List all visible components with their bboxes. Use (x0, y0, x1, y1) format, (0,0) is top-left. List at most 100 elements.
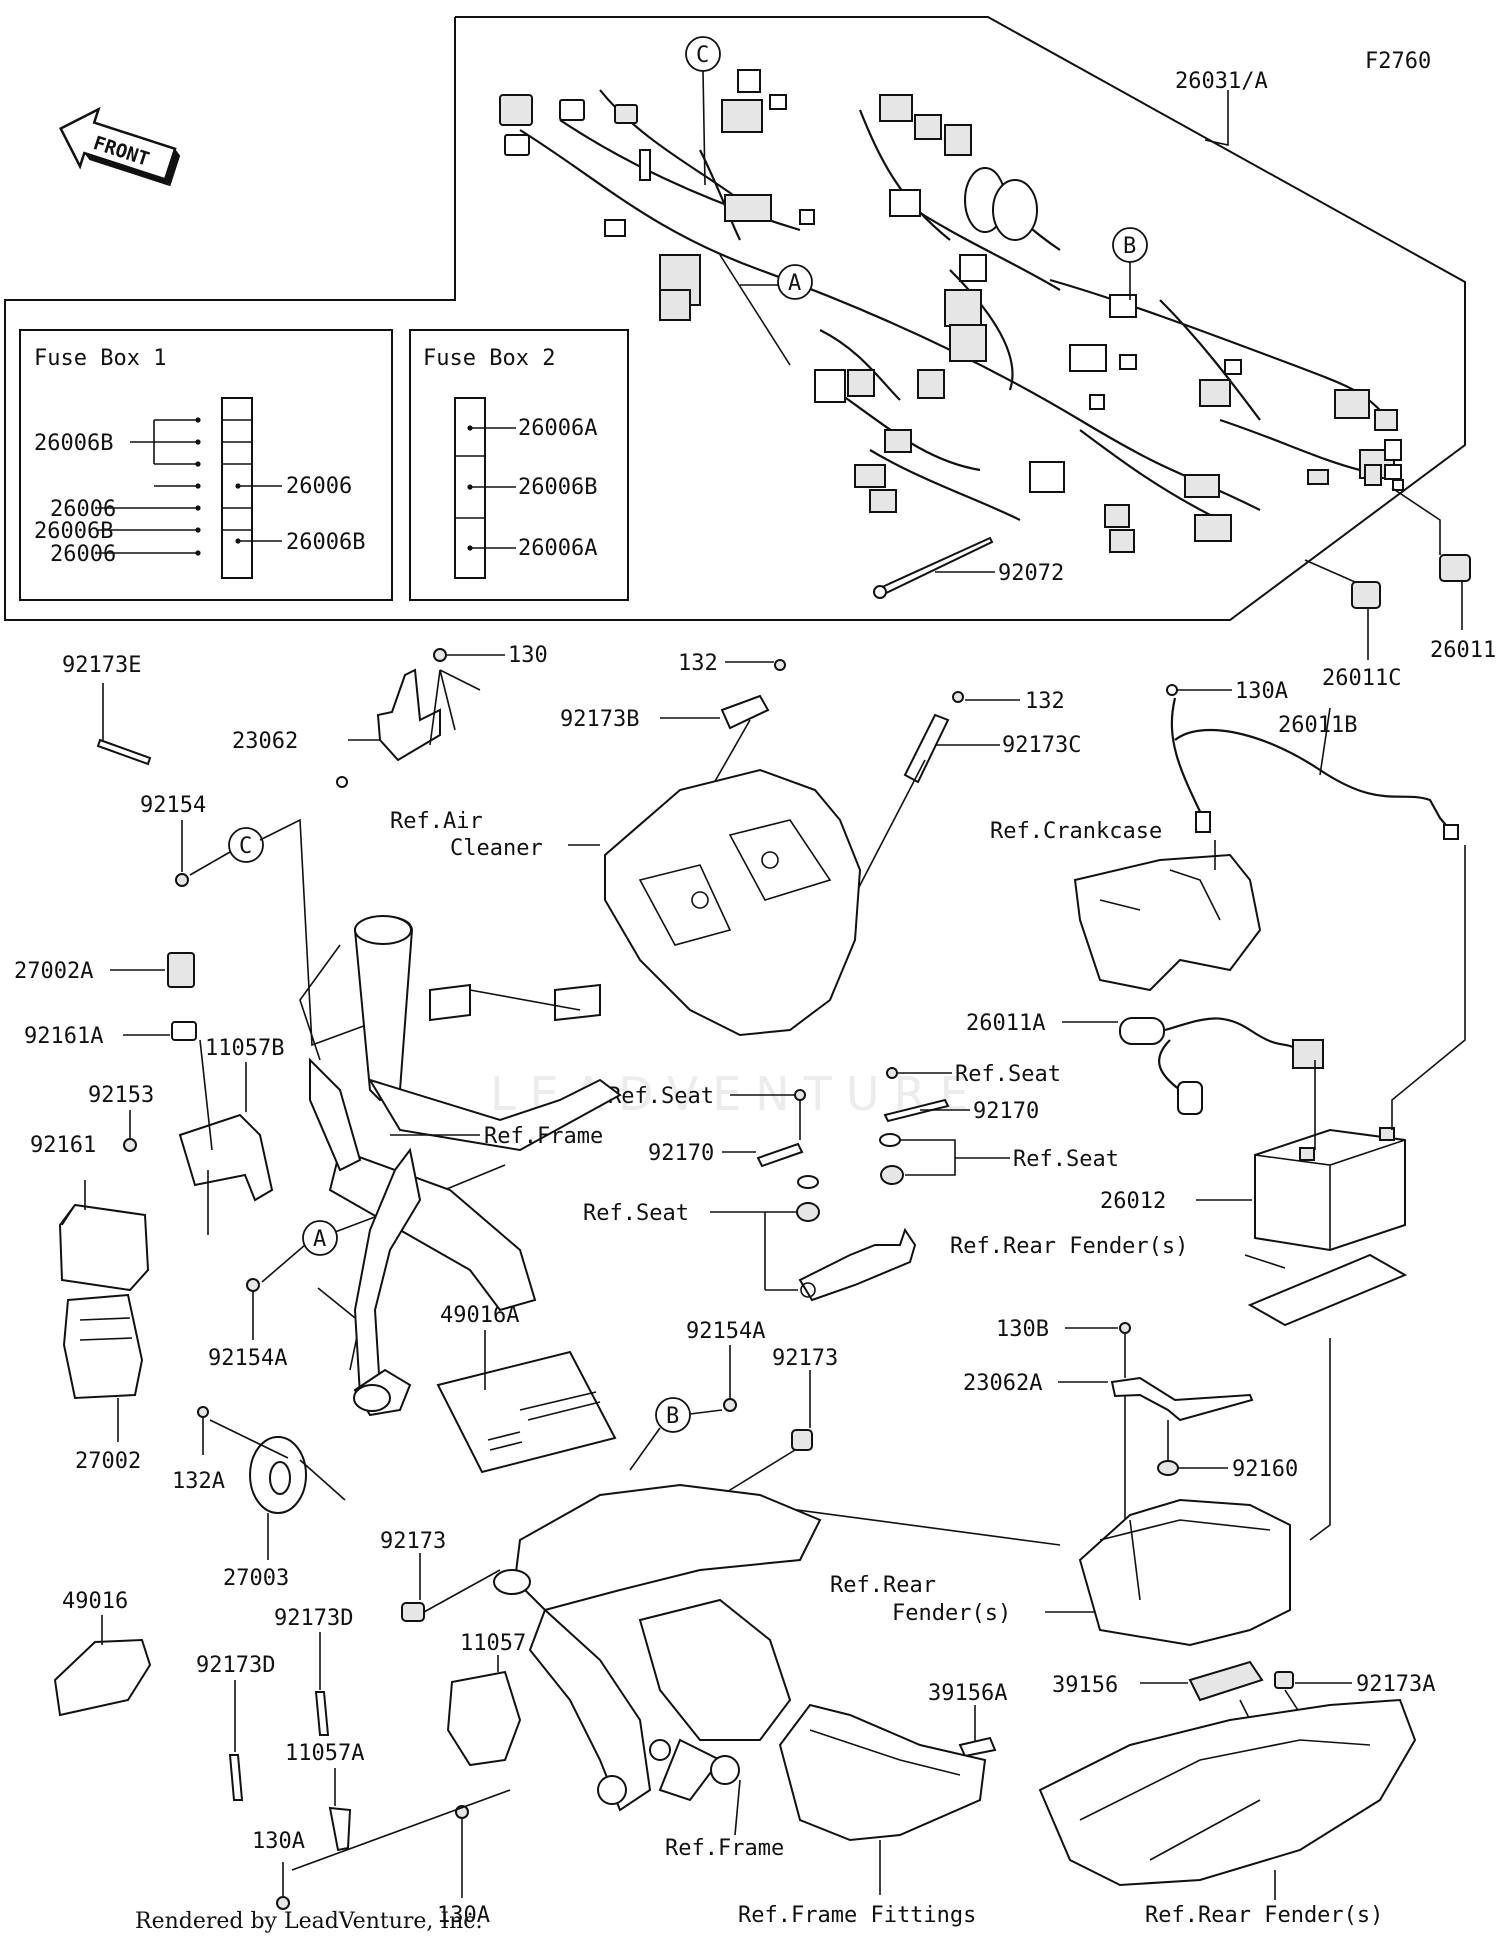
strap-92170-left (722, 1142, 804, 1168)
part-label-92160: 92160 (1232, 1457, 1298, 1482)
regulator-27002 (62, 1293, 144, 1442)
part-label-92173D-b: 92173D (274, 1606, 353, 1631)
part-label-92173-left: 92173 (380, 1529, 446, 1554)
seat-bracket (798, 1227, 917, 1302)
label-plate-49016 (53, 1615, 152, 1717)
fuse2-label-26006A-a: 26006A (518, 416, 597, 441)
frame-lower (493, 1483, 822, 1836)
part-label-11057: 11057 (460, 1631, 526, 1656)
part-label-130: 130 (508, 643, 548, 668)
bracket-11057B (178, 1039, 274, 1235)
ecu-92161 (58, 1180, 150, 1292)
callout-B-harness: B (1112, 227, 1148, 300)
cable-tie-92173E (96, 683, 152, 766)
part-label-49016: 49016 (62, 1589, 128, 1614)
grommet-ref-seat-c (879, 1133, 1010, 1185)
part-label-11057B: 11057B (205, 1036, 284, 1061)
bolt-ref-seat-a (886, 1067, 952, 1079)
part-label-ref-fender: Fender(s) (892, 1601, 1011, 1626)
part-label-92170-right: 92170 (973, 1099, 1039, 1124)
callout-A-harness-letter: A (788, 271, 801, 296)
fuse-box-1: Fuse Box 1 26006B 26006 26006 26006B 260… (19, 329, 393, 601)
clamp-92173-left (401, 1553, 501, 1622)
part-label-ref-frame-lower: Ref.Frame (665, 1836, 784, 1861)
cable-tie-92173D-b (314, 1632, 330, 1736)
part-label-11057A: 11057A (285, 1741, 364, 1766)
cable-tie-92072 (873, 536, 995, 599)
part-label-ref-frame-fittings: Ref.Frame Fittings (738, 1903, 976, 1928)
bracket-23062 (336, 648, 505, 788)
fuse2-label-26006B: 26006B (518, 475, 597, 500)
part-label-130A-b: 130A (252, 1829, 305, 1854)
fuse1-label-26006-c: 26006 (50, 542, 116, 567)
battery-case (1045, 1498, 1291, 1647)
fuse1-label-26006B-c: 26006B (286, 530, 365, 555)
part-label-92173-right: 92173 (772, 1346, 838, 1371)
part-label-26012: 26012 (1100, 1189, 1166, 1214)
bolt-92153 (123, 1138, 137, 1152)
bolt-92154A-left (246, 1278, 260, 1292)
part-label-92072: 92072 (998, 561, 1064, 586)
callout-C-harness-letter: C (696, 43, 709, 68)
cable-26011A (1062, 1017, 1324, 1115)
part-label-ref-rear-fender-bottom: Ref.Rear Fender(s) (1145, 1903, 1383, 1928)
relay-26011C (1351, 581, 1381, 660)
part-label-26011B: 26011B (1278, 713, 1357, 738)
part-label-92153: 92153 (88, 1083, 154, 1108)
fuse-box-2: Fuse Box 2 26006A 26006B 26006A (409, 329, 629, 601)
harness-connectors (499, 69, 1404, 553)
part-label-132-b: 132 (1025, 689, 1065, 714)
fuse-box-1-title: Fuse Box 1 (34, 346, 166, 371)
part-label-92170-left: 92170 (648, 1141, 714, 1166)
part-label-26011: 26011 (1430, 638, 1496, 663)
grommet-ref-seat-d (710, 1175, 820, 1291)
rear-fender-pad (1244, 1253, 1408, 1541)
strap-92170-right (883, 1098, 970, 1123)
part-label-23062: 23062 (232, 729, 298, 754)
part-label-92161: 92161 (30, 1133, 96, 1158)
callout-A-harness: A (719, 254, 813, 366)
fuse1-label-26006-b: 26006 (286, 474, 352, 499)
bolt-132-a (774, 659, 786, 671)
sensor-27002A (110, 952, 197, 1041)
bracket-11057 (446, 1655, 522, 1767)
part-label-132A: 132A (172, 1469, 225, 1494)
part-label-ref-crankcase: Ref.Crankcase (990, 819, 1162, 844)
callout-A-lower: A (261, 1164, 506, 1371)
part-label-27003: 27003 (223, 1566, 289, 1591)
callout-C-lower-letter: C (239, 834, 252, 859)
part-label-26031-A: 26031/A (1175, 69, 1268, 94)
frame-upper (299, 915, 622, 1417)
part-label-92154A-left: 92154A (208, 1346, 287, 1371)
part-label-92154: 92154 (140, 793, 206, 818)
fuse2-label-26006A-b: 26006A (518, 536, 597, 561)
bolt-92154A-right (723, 1398, 737, 1412)
battery-26012 (1196, 845, 1466, 1252)
callout-C-harness: C (685, 36, 721, 186)
air-cleaner (604, 768, 862, 1037)
fuse1-label-26006B-b: 26006B (34, 519, 113, 544)
part-label-ref-seat-d: Ref.Seat (583, 1201, 689, 1226)
part-label-23062A: 23062A (963, 1371, 1042, 1396)
bolt-130B (1065, 1322, 1131, 1378)
bracket-11057A (328, 1768, 352, 1852)
rear-fender (1038, 1698, 1417, 1900)
cable-tie-92173D-a (228, 1680, 244, 1801)
part-label-92173C: 92173C (1002, 733, 1081, 758)
part-label-130A-c: 130A (437, 1903, 490, 1928)
part-label-ref-rear: Ref.Rear (830, 1573, 936, 1598)
frame-fittings (778, 1703, 987, 1895)
part-label-39156A: 39156A (928, 1681, 1007, 1706)
callout-B-lower: B (629, 1397, 723, 1471)
cable-26011B (1166, 684, 1459, 840)
part-label-92173B: 92173B (560, 707, 639, 732)
part-label-92161A: 92161A (24, 1024, 103, 1049)
part-label-ref-rear-fender-top: Ref.Rear Fender(s) (950, 1234, 1188, 1259)
fuse1-label-26006-a: 26006 (50, 497, 116, 522)
label-plate-49016A (436, 1330, 617, 1474)
part-label-ref-frame-upper: Ref.Frame (484, 1124, 603, 1149)
fuse1-label-26006B-a: 26006B (34, 431, 113, 456)
part-label-ref-cleaner: Cleaner (450, 836, 543, 861)
callout-B-harness-letter: B (1123, 234, 1136, 259)
